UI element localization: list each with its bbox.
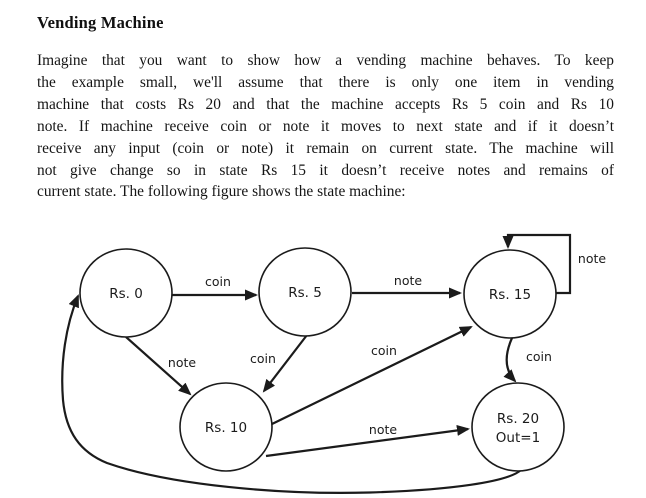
state-label-rs15: Rs. 15 — [489, 287, 531, 303]
state-label-rs10: Rs. 10 — [205, 420, 247, 436]
edge-rs15-selfloop-note — [502, 233, 572, 295]
edge-rs15-rs20-coin — [503, 337, 517, 383]
page-title: Vending Machine — [37, 13, 164, 32]
edge-rs20-rs0-return — [61, 294, 522, 494]
state-node-rs20 — [471, 382, 565, 472]
state-label-rs0: Rs. 0 — [109, 286, 143, 302]
paragraph-line: current state. The following figure show… — [37, 183, 406, 201]
paragraph-line: not give change so in state Rs 15 it doe… — [37, 161, 614, 179]
edge-rs10-rs15-coin — [271, 326, 473, 425]
edge-label-note-rs0-rs10: note — [168, 355, 196, 370]
edge-rs5-rs10-coin — [262, 334, 308, 393]
edge-rs10-rs20-note — [265, 425, 470, 458]
paragraph-line: the example small, we'll assume that the… — [37, 73, 614, 91]
edge-label-coin-rs15-rs20: coin — [526, 349, 552, 364]
paragraph-line: receive any input (coin or note) it rema… — [37, 139, 614, 157]
paragraph-line: machine that costs Rs 20 and that the ma… — [37, 95, 614, 113]
state-node-rs15 — [463, 249, 557, 339]
edge-label-coin-rs5-rs10: coin — [250, 351, 276, 366]
edge-label-coin-rs10-rs15: coin — [371, 343, 397, 358]
edge-label-note-rs5-rs15: note — [394, 273, 422, 288]
state-node-rs0 — [79, 248, 173, 338]
state-node-rs10 — [179, 382, 273, 472]
intro-paragraph: Imagine that you want to show how a vend… — [37, 50, 614, 203]
paragraph-line: Imagine that you want to show how a vend… — [37, 52, 614, 69]
paragraph-line: note. If machine receive coin or note it… — [37, 117, 614, 135]
state-node-rs5 — [258, 247, 352, 337]
state-sublabel-rs20-out: Out=1 — [496, 430, 540, 446]
state-label-rs20: Rs. 20 — [497, 411, 539, 427]
edge-rs0-rs10-note — [125, 336, 192, 396]
state-label-rs5: Rs. 5 — [288, 285, 322, 301]
edge-label-note-selfloop: note — [578, 251, 606, 266]
edge-label-coin-rs0-rs5: coin — [205, 274, 231, 289]
edge-label-note-rs10-rs20: note — [369, 422, 397, 437]
